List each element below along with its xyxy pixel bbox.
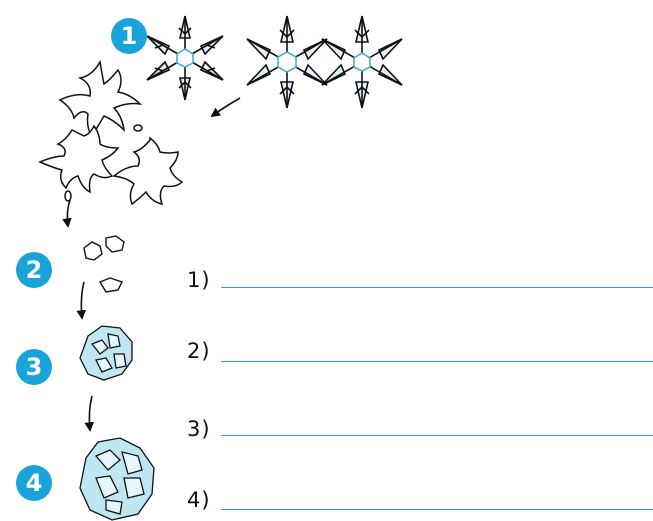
answer-1-label: 1)	[187, 268, 211, 292]
step-3-badge: 3	[16, 349, 52, 385]
arrow-icon	[89, 396, 92, 430]
arrow-icon	[81, 282, 84, 318]
answer-1-line[interactable]	[221, 287, 653, 288]
step-4-badge: 4	[16, 465, 52, 501]
step-1-badge: 1	[111, 18, 147, 54]
large-ice-clump-icon	[80, 438, 154, 520]
step-2-badge: 2	[16, 252, 52, 288]
melting-snowflake-icon	[40, 62, 182, 204]
snowflake-icon	[147, 16, 223, 100]
snowflake-icon	[322, 16, 402, 108]
small-ice-clump-icon	[80, 326, 132, 380]
snowflake-icon	[247, 16, 327, 108]
answer-4-label: 4)	[187, 488, 211, 512]
answer-2-label: 2)	[187, 339, 211, 363]
answer-3-line[interactable]	[221, 435, 653, 436]
arrow-icon	[212, 98, 240, 116]
answer-2-line[interactable]	[221, 361, 653, 362]
arrow-icon	[67, 200, 70, 226]
answer-4-line[interactable]	[221, 509, 653, 510]
answer-3-label: 3)	[187, 417, 211, 441]
ice-fragments-icon	[84, 236, 124, 292]
